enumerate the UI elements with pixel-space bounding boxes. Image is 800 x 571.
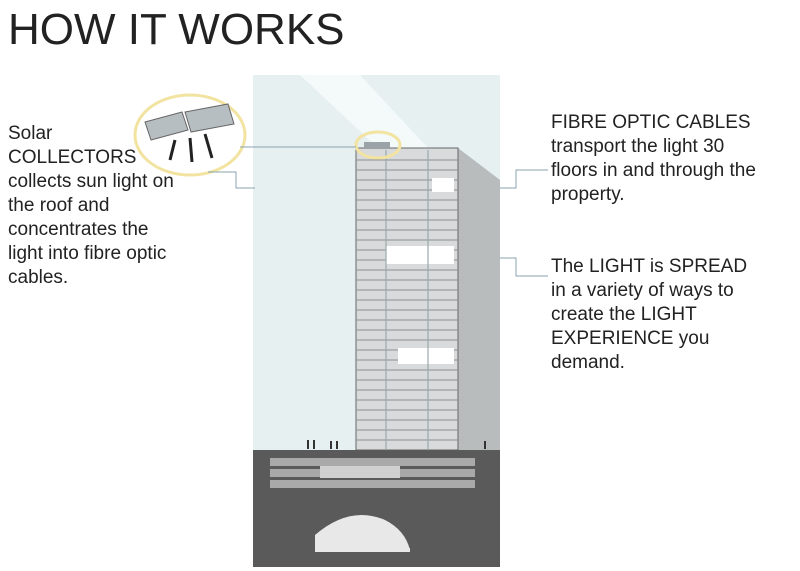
callout-line: FIBRE OPTIC CABLES [551, 112, 751, 133]
roof-collector [364, 142, 390, 148]
underground-dome [315, 515, 410, 550]
callout-line: demand. [551, 352, 625, 373]
callout-line: COLLECTORS [8, 147, 137, 168]
callout-collectors: Solar COLLECTORS collects sun light on t… [8, 122, 208, 290]
callout-line: property. [551, 184, 625, 205]
parking-levels [270, 458, 475, 488]
callout-line: floors in and through the [551, 160, 756, 181]
callout-line: in a variety of ways to [551, 280, 734, 301]
roof-highlight-ring [354, 130, 402, 160]
lit-room [432, 178, 454, 192]
callout-line: cables. [8, 267, 69, 288]
callout-line: concentrates the [8, 219, 149, 240]
callout-line: EXPERIENCE you [551, 328, 710, 349]
sun-rays [300, 75, 430, 150]
callout-line: transport the light 30 [551, 136, 725, 157]
callout-line: The LIGHT is SPREAD [551, 256, 748, 277]
people-figures [307, 440, 486, 449]
page-title: HOW IT WORKS [8, 5, 345, 54]
callout-line: collects sun light on [8, 171, 174, 192]
callout-line: light into fibre optic [8, 243, 167, 264]
callout-line: the roof and [8, 195, 110, 216]
leader-collectors [208, 171, 255, 189]
leader-spread [500, 257, 548, 277]
lit-room [386, 246, 454, 264]
leader-fibre [500, 169, 548, 189]
tower [355, 147, 459, 451]
solar-collector-icon [144, 103, 235, 163]
callout-fibre: FIBRE OPTIC CABLES transport the light 3… [551, 111, 796, 207]
callout-line: create the LIGHT [551, 304, 697, 325]
tower-shadow [458, 148, 500, 450]
lit-room [398, 348, 454, 364]
callout-spread: The LIGHT is SPREAD in a variety of ways… [551, 255, 791, 375]
callout-line: Solar [8, 123, 53, 144]
